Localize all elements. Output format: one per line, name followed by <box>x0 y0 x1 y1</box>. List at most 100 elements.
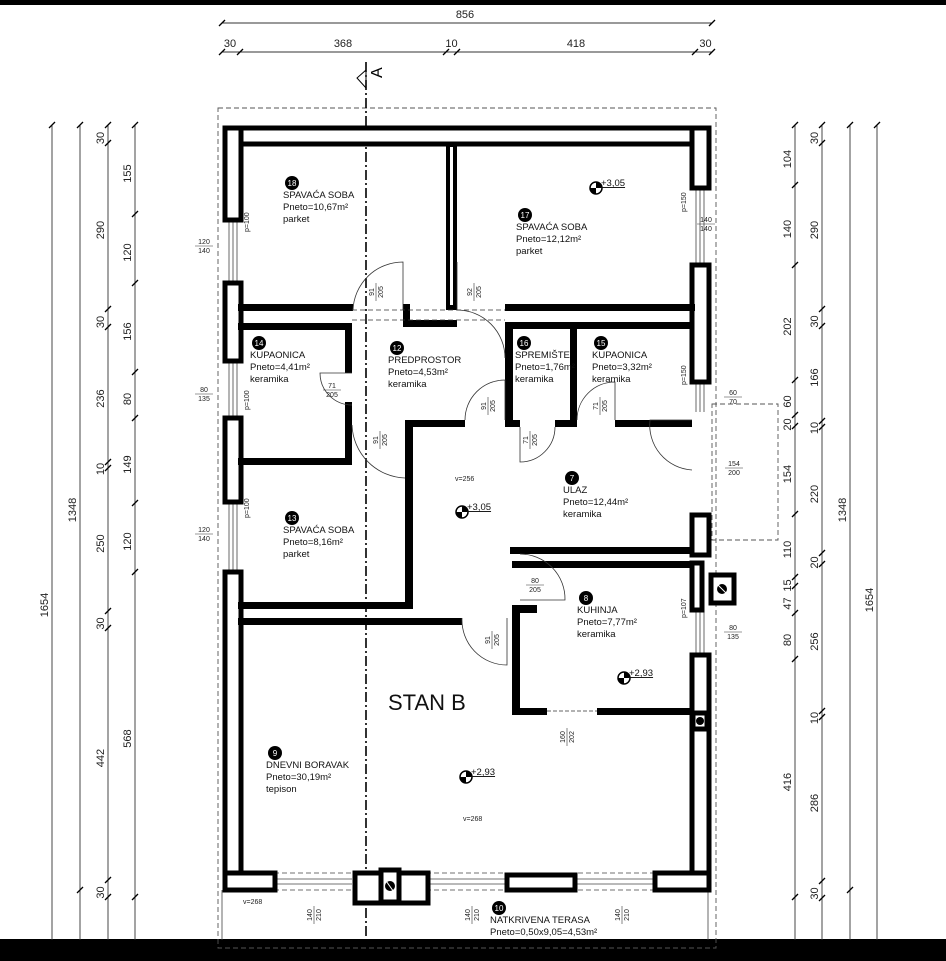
window <box>228 502 238 572</box>
opening-width: 120 <box>198 527 210 534</box>
dimension-tick <box>453 48 461 56</box>
opening-height: 210 <box>474 909 481 921</box>
room-name: SPAVAĆA SOBA <box>283 190 355 201</box>
room-number: 18 <box>288 179 297 188</box>
room-floor: parket <box>283 214 310 225</box>
dimension-tick <box>791 573 799 581</box>
opening-width: 154 <box>728 461 740 468</box>
room-floor: parket <box>283 549 310 560</box>
chimneys <box>378 572 737 905</box>
dimension-label: 80 <box>122 393 134 405</box>
room-number: 15 <box>597 339 606 348</box>
dimension-label: 286 <box>809 794 821 812</box>
dimension-label: 155 <box>122 164 134 182</box>
opening-height: 70 <box>729 399 737 406</box>
opening-height: 140 <box>198 248 210 255</box>
dimension-label: 220 <box>809 485 821 503</box>
room-floor: keramika <box>592 374 631 385</box>
level-value: +3,05 <box>601 178 625 189</box>
room-floor: keramika <box>577 629 616 640</box>
dimension-label: 1348 <box>837 498 849 522</box>
dimension-tick <box>791 376 799 384</box>
room-floor: parket <box>516 246 543 257</box>
room-name: KUHINJA <box>577 605 618 616</box>
dimension-tick <box>791 893 799 901</box>
dimension-tick <box>104 139 112 147</box>
room-name: SPREMIŠTE <box>515 350 570 361</box>
dimension-tick <box>818 139 826 147</box>
dimension-label: 290 <box>95 221 107 239</box>
dimension-tick <box>818 877 826 885</box>
bottom-border <box>0 939 946 961</box>
dimension-label: 10 <box>445 38 457 50</box>
dimension-label: 47 <box>782 597 794 609</box>
room-name: PREDPROSTOR <box>388 355 461 366</box>
dimension-tick <box>873 121 881 129</box>
dimension-label: 30 <box>809 315 821 327</box>
dimension-tick <box>818 713 826 721</box>
sill-height: p=100 <box>244 498 251 518</box>
window <box>695 610 705 655</box>
dimension-label: 30 <box>809 132 821 144</box>
dimension-tick <box>104 121 112 129</box>
dimension-tick <box>818 121 826 129</box>
opening-height: 140 <box>198 536 210 543</box>
dimension-label: 30 <box>224 38 236 50</box>
level-marker: +2,93 <box>459 767 495 784</box>
room-floor: tepison <box>266 784 297 795</box>
opening-width: 140 <box>465 909 472 921</box>
opening-height: 205 <box>476 286 483 298</box>
dimension-tick <box>791 655 799 663</box>
dimension-tick <box>131 368 139 376</box>
dimension-label: 236 <box>95 389 107 407</box>
opening-width: 71 <box>593 402 600 410</box>
window <box>228 361 238 418</box>
window <box>428 878 505 885</box>
dimension-label: 156 <box>122 322 134 340</box>
room-name: DNEVNI BORAVAK <box>266 760 350 771</box>
dimension-tick <box>104 323 112 331</box>
dimension-tick <box>791 121 799 129</box>
room-height: v=268 <box>463 816 482 823</box>
room-floor: keramika <box>515 374 554 385</box>
dimension-tick <box>131 210 139 218</box>
dimension-label: 30 <box>95 132 107 144</box>
dimension-label: 15 <box>782 579 794 591</box>
dimension-label: 30 <box>95 316 107 328</box>
entrance-canopy-outline <box>711 403 779 541</box>
level-value: +2,93 <box>471 767 495 778</box>
room-number: 8 <box>584 594 589 603</box>
door-swings <box>319 261 693 712</box>
dimension-tick <box>818 560 826 568</box>
window <box>575 878 655 885</box>
opening-width: 91 <box>369 288 376 296</box>
dimension-label: 10 <box>809 422 821 434</box>
level-marker: +3,05 <box>455 502 491 519</box>
room-area: Pneto=7,77m² <box>577 617 637 628</box>
dimension-label: 104 <box>782 150 794 168</box>
dimension-label: 154 <box>782 465 794 483</box>
opening-height: 202 <box>569 731 576 743</box>
dimension-label: 10 <box>95 463 107 475</box>
dimension-tick <box>218 48 226 56</box>
room-number-badge <box>518 208 532 222</box>
opening-width: 71 <box>328 383 336 390</box>
dimension-tick <box>818 549 826 557</box>
dimension-tick <box>104 607 112 615</box>
dimension-label: 856 <box>456 9 474 21</box>
room-number: 16 <box>520 339 529 348</box>
room-name: ULAZ <box>563 485 587 496</box>
dimension-tick <box>791 181 799 189</box>
opening-height: 200 <box>728 470 740 477</box>
room-number: 9 <box>273 749 278 758</box>
opening-width: 140 <box>307 909 314 921</box>
dimension-label: 1654 <box>39 593 51 617</box>
room-number-badge <box>579 591 593 605</box>
